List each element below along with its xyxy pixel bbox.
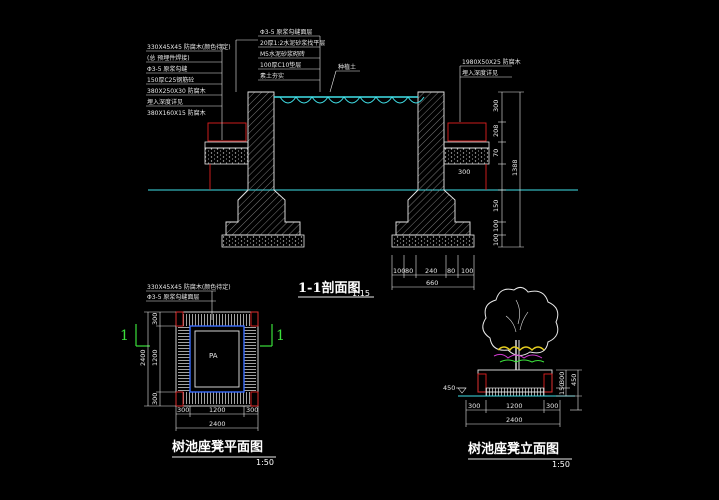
bottom-dim-chain bbox=[391, 255, 475, 290]
plan-center-label: PA bbox=[209, 352, 218, 360]
dim-bottom-4: 80 bbox=[447, 267, 455, 275]
callout-center-5: 素土夯实 bbox=[260, 72, 284, 80]
callout-left-6: 埋入深度详见 bbox=[147, 98, 183, 106]
soil-arcs bbox=[279, 96, 425, 104]
elevation-dim-bottom-2: 1200 bbox=[506, 402, 523, 410]
dim-bottom-total: 660 bbox=[426, 279, 438, 287]
right-footing-gravel bbox=[391, 234, 475, 248]
plan-outer bbox=[175, 311, 259, 407]
callout-center-2: 20厚1:2水泥砂浆找平层 bbox=[260, 39, 325, 47]
plan-dim-left-3: 300 bbox=[151, 393, 159, 405]
callout-left-4: 150厚C25钢筋砼 bbox=[147, 76, 194, 84]
center-callouts bbox=[235, 35, 321, 92]
dim-bottom-3: 240 bbox=[425, 267, 437, 275]
elevation-red-right bbox=[543, 373, 553, 393]
elevation-title: 树池座凳立面图 bbox=[468, 441, 559, 457]
plan-dim-bottom-total: 2400 bbox=[209, 420, 226, 428]
plan-dim-left-1: 300 bbox=[151, 313, 159, 325]
plan-corner-bl bbox=[175, 391, 184, 407]
left-seat-red-frame bbox=[207, 122, 247, 142]
elevation-right-dims bbox=[556, 369, 582, 411]
plan-dim-bottom-2: 1200 bbox=[209, 406, 226, 414]
callout-left-7: 380X160X15 防腐木 bbox=[147, 109, 206, 117]
dim-right-1: 300 bbox=[492, 100, 500, 112]
callout-left-3: Φ3-5 原浆勾缝 bbox=[147, 65, 187, 73]
plan-title: 树池座凳平面图 bbox=[172, 439, 263, 455]
plan-callout-2: Φ3-5 原浆勾缝面层 bbox=[147, 293, 199, 301]
dim-right-6: 100 bbox=[492, 234, 500, 246]
dim-right-4: 150 bbox=[492, 200, 500, 212]
callout-right-2: 埋入深度详见 bbox=[462, 69, 498, 77]
dim-bottom-2: 80 bbox=[405, 267, 413, 275]
dim-right-total: 1388 bbox=[511, 159, 519, 176]
plan-dim-left-total: 2400 bbox=[139, 349, 147, 366]
plan-dim-bottom-3: 300 bbox=[246, 406, 258, 414]
elevation-red-left bbox=[477, 373, 487, 393]
plan-slats-right bbox=[244, 326, 256, 392]
section-scale: 1:15 bbox=[352, 289, 370, 298]
plan-view: PA 330X45X45 防腐木(颜色待定) Φ3-5 原浆勾缝面层 1 1 3… bbox=[120, 283, 285, 467]
left-footing-gravel bbox=[221, 234, 305, 248]
plan-corner-tr bbox=[250, 311, 259, 327]
elevation-dim-right-1: 150 bbox=[558, 383, 566, 395]
elevation-level-left: 450 bbox=[443, 384, 455, 392]
callout-left-2: (总 预埋件焊接) bbox=[147, 54, 190, 62]
elevation-dim-right-2: 300 bbox=[558, 372, 566, 384]
plan-slats-bottom bbox=[183, 392, 251, 404]
dim-right-2: 208 bbox=[492, 125, 500, 137]
plan-dim-bottom-1: 300 bbox=[177, 406, 189, 414]
tree-icon bbox=[482, 286, 559, 370]
callout-center-4: 100厚C10垫层 bbox=[260, 61, 301, 69]
left-callouts bbox=[146, 44, 223, 140]
section-title: 1-1剖面图 bbox=[298, 280, 361, 296]
dim-right-5: 100 bbox=[492, 220, 500, 232]
plan-inner bbox=[194, 330, 240, 388]
callout-center-1: Φ3-5 原浆勾缝面层 bbox=[260, 28, 312, 36]
callout-soil: 种植土 bbox=[338, 63, 356, 71]
plan-slats-top bbox=[183, 314, 251, 326]
plan-dim-left-2: 1200 bbox=[151, 349, 159, 366]
elevation-dim-bottom-3: 300 bbox=[546, 402, 558, 410]
left-seat-board bbox=[204, 141, 249, 149]
section-view: 330X45X45 防腐木(颜色待定) (总 预埋件焊接) Φ3-5 原浆勾缝 … bbox=[146, 28, 578, 298]
elevation-view: 450 150 300 450 300 1200 300 2400 树池座凳立面… bbox=[443, 286, 582, 469]
level-mark-triangle bbox=[457, 387, 467, 394]
callout-center-3: M5水泥砂浆砌砖 bbox=[260, 50, 305, 58]
left-seat-gravel bbox=[204, 147, 249, 165]
elevation-scale: 1:50 bbox=[552, 460, 570, 469]
right-callouts bbox=[459, 65, 512, 122]
callout-left-5: 380X250X30 防腐木 bbox=[147, 87, 206, 95]
plan-scale: 1:50 bbox=[256, 458, 274, 467]
right-seat-board bbox=[443, 141, 490, 149]
plan-blue-ring bbox=[189, 325, 245, 393]
plan-callout-1: 330X45X45 防腐木(颜色待定) bbox=[147, 283, 231, 291]
marker-left: 1 bbox=[120, 328, 129, 344]
right-seat-gravel bbox=[443, 147, 490, 165]
dim-bottom-5: 100 bbox=[461, 267, 473, 275]
callout-right-1: 1980X50X25 防腐木 bbox=[462, 58, 521, 66]
dim-bottom-1: 100 bbox=[393, 267, 405, 275]
plan-corner-br bbox=[250, 391, 259, 407]
plan-corner-tl bbox=[175, 311, 184, 327]
plan-left-dims bbox=[144, 311, 176, 407]
elevation-dim-right-total: 450 bbox=[570, 374, 578, 386]
plan-slats-left bbox=[178, 326, 190, 392]
elevation-seat-slats bbox=[485, 387, 545, 397]
callout-left-1: 330X45X45 防腐木(颜色待定) bbox=[147, 43, 231, 51]
right-seat-red-frame bbox=[447, 122, 487, 142]
elevation-bottom-dims bbox=[465, 400, 561, 427]
dim-seat-300: 300 bbox=[458, 168, 470, 176]
elevation-dim-bottom-total: 2400 bbox=[506, 416, 523, 424]
plan-bottom-dims bbox=[175, 406, 259, 431]
soil-callout-leader bbox=[329, 70, 337, 93]
dim-right-3: 70 bbox=[492, 149, 500, 157]
elevation-dim-bottom-1: 300 bbox=[468, 402, 480, 410]
marker-right: 1 bbox=[276, 328, 285, 344]
right-dim-chain bbox=[498, 91, 524, 248]
